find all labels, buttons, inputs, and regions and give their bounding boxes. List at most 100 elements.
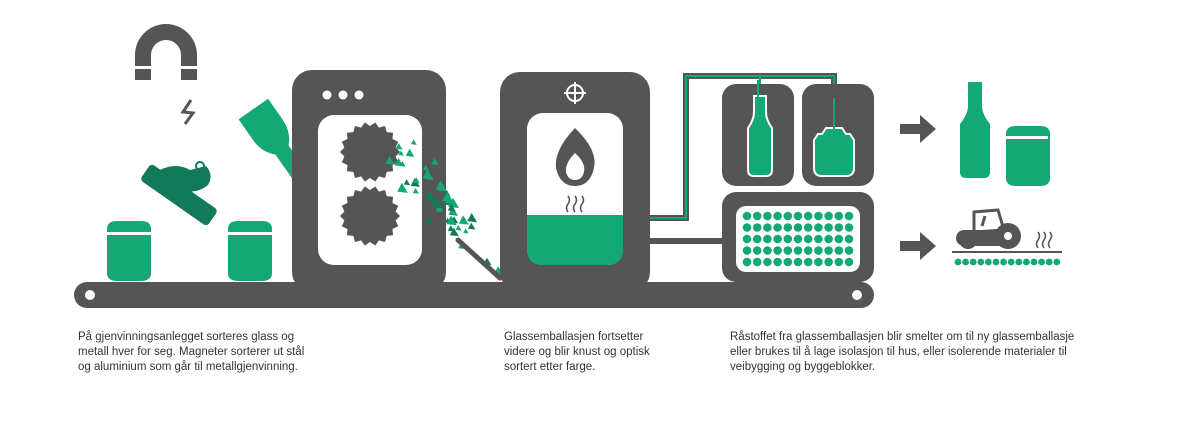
granule bbox=[1053, 258, 1061, 266]
heat-waves-icon bbox=[565, 195, 585, 213]
granule bbox=[844, 246, 854, 255]
glass-shard bbox=[446, 215, 457, 226]
granule bbox=[752, 257, 762, 267]
glass-shard bbox=[398, 150, 404, 156]
granule bbox=[1000, 258, 1007, 266]
granule bbox=[793, 211, 803, 221]
glass-shard bbox=[448, 206, 458, 216]
scrap-metal-icon bbox=[141, 161, 217, 226]
granule bbox=[834, 211, 844, 221]
gear-icon bbox=[340, 186, 400, 246]
granule bbox=[773, 223, 782, 232]
glass-shard bbox=[411, 139, 417, 145]
granule bbox=[742, 257, 752, 267]
granule bbox=[1015, 258, 1023, 266]
granule bbox=[793, 257, 803, 267]
caption-line: veibygging og byggeblokker. bbox=[730, 361, 876, 373]
glass-shard bbox=[405, 148, 415, 157]
glass-granules bbox=[742, 211, 854, 267]
conveyor-belt bbox=[74, 282, 874, 308]
granule bbox=[783, 211, 793, 221]
crusher-machine bbox=[292, 70, 446, 292]
crusher-gears bbox=[340, 122, 400, 246]
granule bbox=[824, 211, 833, 221]
granule bbox=[742, 223, 752, 232]
granule bbox=[803, 234, 813, 244]
can-icon bbox=[107, 221, 151, 281]
lightning-icon bbox=[180, 99, 196, 125]
granule bbox=[752, 211, 762, 221]
caption-line: eller brukes til å lage isolasjon til hu… bbox=[730, 346, 1067, 358]
granule bbox=[763, 211, 772, 221]
granule bbox=[824, 246, 833, 255]
glass-shard bbox=[385, 156, 395, 165]
granule bbox=[814, 257, 823, 267]
caption-line: videre og blir knust og optisk bbox=[504, 346, 650, 358]
granule bbox=[742, 234, 752, 244]
granule bbox=[773, 257, 782, 267]
granule bbox=[773, 246, 782, 255]
heat-waves-icon bbox=[1035, 231, 1053, 249]
road-granules bbox=[954, 258, 1061, 266]
magnet-icon bbox=[135, 24, 197, 80]
granule bbox=[985, 258, 992, 266]
granule bbox=[763, 257, 772, 267]
granule bbox=[752, 246, 762, 255]
glass-shard bbox=[413, 177, 420, 184]
granule bbox=[783, 246, 793, 255]
granule bbox=[834, 234, 844, 244]
granule bbox=[742, 246, 752, 255]
glass-shard bbox=[442, 192, 453, 203]
glass-shard bbox=[397, 182, 408, 193]
caption-line: sortert etter farge. bbox=[504, 361, 596, 373]
can-band bbox=[228, 232, 272, 235]
granule bbox=[834, 223, 844, 232]
glass-shard bbox=[426, 173, 434, 181]
granule bbox=[814, 246, 823, 255]
arrow-right-icon bbox=[900, 232, 936, 260]
granule bbox=[844, 223, 854, 232]
road-roller-icon bbox=[956, 208, 1021, 249]
caption-step2: Glassemballasjen fortsetter videre og bl… bbox=[504, 330, 650, 375]
granule bbox=[742, 211, 752, 221]
caption-line: Glassemballasjen fortsetter bbox=[504, 331, 644, 343]
can-band bbox=[107, 232, 151, 235]
granule bbox=[824, 223, 833, 232]
granule bbox=[844, 257, 854, 267]
granule bbox=[954, 258, 962, 266]
granule bbox=[773, 234, 782, 244]
can-icon bbox=[228, 221, 272, 281]
glass-shard bbox=[435, 205, 444, 213]
granule bbox=[1023, 258, 1030, 266]
granule bbox=[844, 234, 854, 244]
can-band bbox=[1006, 136, 1048, 139]
glass-shard bbox=[412, 188, 419, 194]
granule bbox=[814, 223, 823, 232]
glass-shard bbox=[422, 164, 430, 171]
granule bbox=[834, 246, 844, 255]
granule bbox=[783, 234, 793, 244]
glass-shard bbox=[395, 143, 403, 150]
glass-shard bbox=[467, 212, 478, 223]
granule bbox=[1045, 258, 1053, 266]
granule bbox=[763, 234, 772, 244]
glass-shard bbox=[447, 203, 456, 212]
granule bbox=[752, 223, 762, 232]
granule bbox=[763, 246, 772, 255]
new-can-icon bbox=[1006, 126, 1050, 186]
glass-shard bbox=[458, 215, 469, 225]
granule bbox=[803, 223, 813, 232]
granule bbox=[992, 258, 1000, 266]
new-bottle-icon bbox=[960, 82, 990, 178]
glass-shard bbox=[431, 158, 439, 166]
flame-icon bbox=[555, 128, 595, 186]
granule bbox=[962, 258, 969, 266]
granule bbox=[1038, 258, 1045, 266]
caption-step1: På gjenvinningsanlegget sorteres glass o… bbox=[78, 330, 304, 375]
glass-shard bbox=[425, 217, 434, 226]
bottle-mold-chamber bbox=[722, 80, 794, 186]
glass-shard bbox=[455, 224, 462, 231]
granule bbox=[824, 234, 833, 244]
glass-shard bbox=[432, 198, 443, 209]
